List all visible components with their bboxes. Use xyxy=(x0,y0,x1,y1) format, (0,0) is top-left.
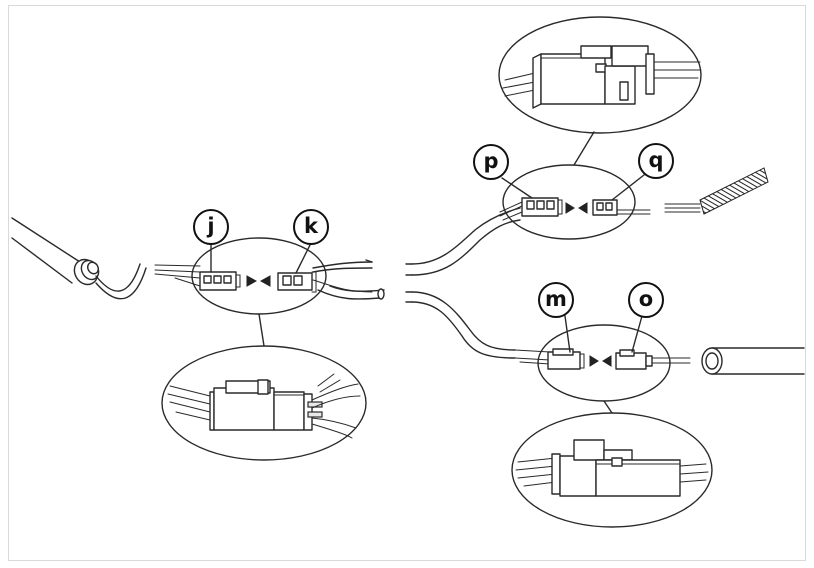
cable-break-marks xyxy=(405,263,413,303)
connector-p xyxy=(521,197,563,217)
double-arrow-icon xyxy=(565,202,588,214)
label-m: m xyxy=(538,282,574,318)
connector-jk-detail xyxy=(161,345,367,461)
connector-o xyxy=(615,349,653,370)
upper-cable xyxy=(411,201,701,276)
label-k: k xyxy=(293,209,329,245)
connector-mo-detail xyxy=(511,412,713,528)
motor-cable xyxy=(95,263,147,300)
connector-k xyxy=(277,271,317,293)
connector-m xyxy=(547,348,585,370)
label-m-text: m xyxy=(545,287,567,311)
label-k-text: k xyxy=(304,214,319,238)
double-arrow-icon xyxy=(589,355,612,367)
motor-tube xyxy=(11,217,100,286)
label-q: q xyxy=(638,143,674,179)
label-o-text: o xyxy=(639,287,653,311)
connector-pq-zoom-area xyxy=(502,164,636,240)
label-p: p xyxy=(473,144,509,180)
connector-pq-detail xyxy=(498,16,702,134)
label-p-text: p xyxy=(483,149,498,173)
diagram-frame xyxy=(8,5,806,561)
label-j: j xyxy=(193,209,229,245)
connector-q xyxy=(592,199,618,216)
double-arrow-icon xyxy=(246,275,271,287)
connector-j xyxy=(199,271,241,291)
label-j-text: j xyxy=(206,214,214,238)
label-o: o xyxy=(628,282,664,318)
left-wires xyxy=(154,259,385,300)
cable-end-hatched xyxy=(699,167,769,215)
label-q-text: q xyxy=(648,148,663,172)
